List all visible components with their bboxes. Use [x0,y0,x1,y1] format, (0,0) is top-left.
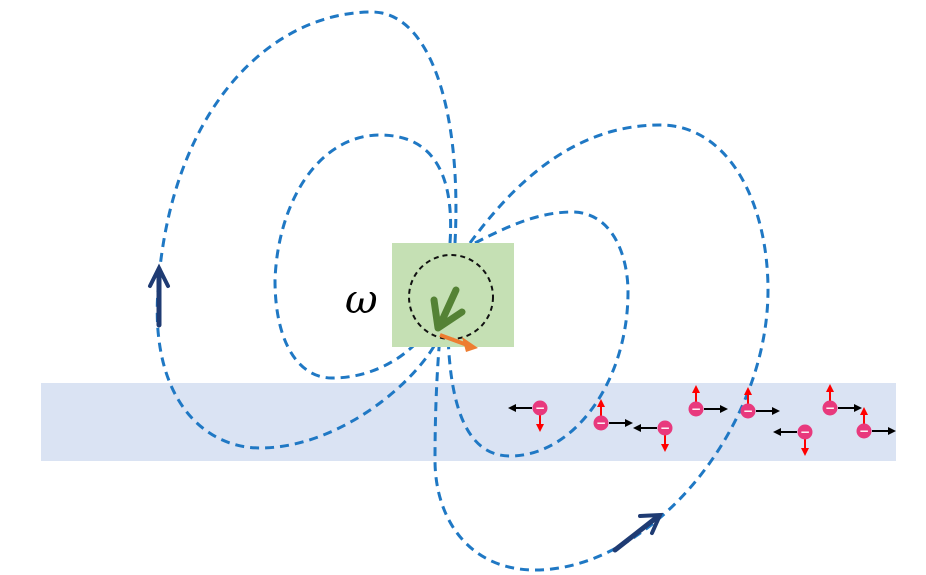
electron-charge-label: − [535,401,545,415]
field-line-inner-left [273,133,453,380]
electron-group: − − − − − − − − [508,384,896,456]
electron-charge-label: − [660,421,670,435]
conducting-slab [41,383,896,461]
electron-charge-label: − [691,402,701,416]
electron-icon [822,400,838,416]
electron-icon [740,403,756,419]
field-direction-arrow-icon-left [148,263,170,328]
electron-icon [657,420,673,436]
rotation-arrow-icon [430,286,466,332]
electron-icon [688,401,704,417]
electron-charge-label: − [825,401,835,415]
electron-icon [856,423,872,439]
rotation-symbol: ω [345,277,378,323]
electron-charge-label: − [859,424,869,438]
electron-icon [797,424,813,440]
electron-charge-label: − [743,404,753,418]
field-line-outer-right [433,123,770,572]
electron-charge-label: − [800,425,810,439]
electron-icon [593,415,609,431]
electron-icon [532,400,548,416]
field-direction-arrow-icon-bottom [612,512,664,553]
field-line-outer-left [155,10,458,450]
electron-charge-label: − [596,416,606,430]
velocity-arrow-icon [439,333,478,352]
